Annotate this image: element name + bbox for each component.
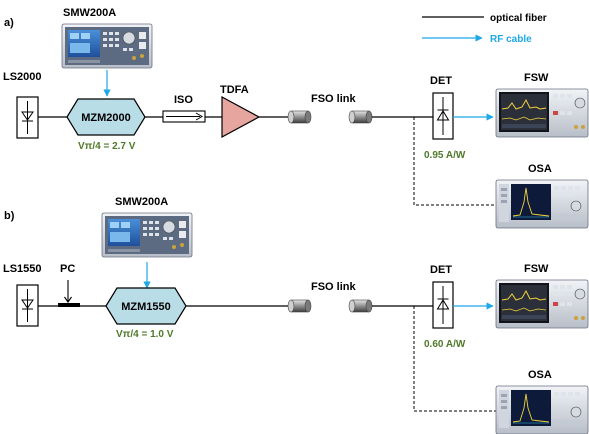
detector-a [432,92,454,140]
laser-a [16,96,39,139]
legend-rf-cable-label: RF cable [490,34,532,45]
collimator-rx-a [348,110,373,124]
analyzer-label-b: FSW [524,263,549,275]
isolator-label-a: ISO [174,94,193,106]
osa-label-b: OSA [528,369,552,381]
amplifier-a [221,95,261,139]
polarization-controller-b [58,280,80,307]
spectrum-analyzer-a [495,88,589,138]
collimator-tx-a [287,110,312,124]
modulator-bias-b: Vπ/4 = 1.0 V [116,329,174,340]
detector-responsivity-b: 0.60 A/W [424,339,466,350]
fso-link-label-b: FSO link [311,281,357,293]
legend-optical-fiber-label: optical fiber [490,13,547,24]
modulator-bias-a: Vπ/4 = 2.7 V [78,141,136,152]
modulator-b: MZM1550 [105,287,187,325]
fiber-tap-osa-b [413,306,497,412]
signal-generator-a [61,23,153,69]
detector-label-a: DET [430,75,452,87]
modulator-a: MZM2000 [66,98,146,136]
fso-link-label-a: FSO link [311,93,357,105]
osa-label-a: OSA [528,163,552,175]
detector-b [432,281,454,329]
panel-label-a: a) [4,17,14,29]
generator-label-a: SMW200A [63,7,116,19]
generator-label-b: SMW200A [115,196,168,208]
laser-label-a: LS2000 [3,71,42,83]
detector-responsivity-a: 0.95 A/W [424,150,466,161]
isolator-a [162,110,206,123]
optical-spectrum-analyzer-a [495,179,589,229]
setup-a: a) SMW200A LS2000 MZM2000 Vπ/4 = 2.7 V I… [3,7,589,229]
modulator-label-b: MZM1550 [121,301,171,313]
analyzer-label-a: FSW [524,72,549,84]
legend: optical fiber RF cable [422,13,547,45]
polarization-controller-label-b: PC [60,263,75,275]
collimator-tx-b [287,299,312,313]
modulator-label-a: MZM2000 [81,112,131,124]
amplifier-label-a: TDFA [220,84,249,96]
panel-label-b: b) [4,210,15,222]
setup-b: b) SMW200A LS1550 PC MZM1550 Vπ/4 = 1.0 … [3,196,589,434]
fiber-tap-osa-a [413,117,497,206]
optical-spectrum-analyzer-b [495,385,589,434]
signal-generator-b [101,212,193,258]
laser-label-b: LS1550 [3,263,42,275]
detector-label-b: DET [430,264,452,276]
collimator-rx-b [348,299,373,313]
laser-b [16,284,39,327]
spectrum-analyzer-b [495,279,589,329]
